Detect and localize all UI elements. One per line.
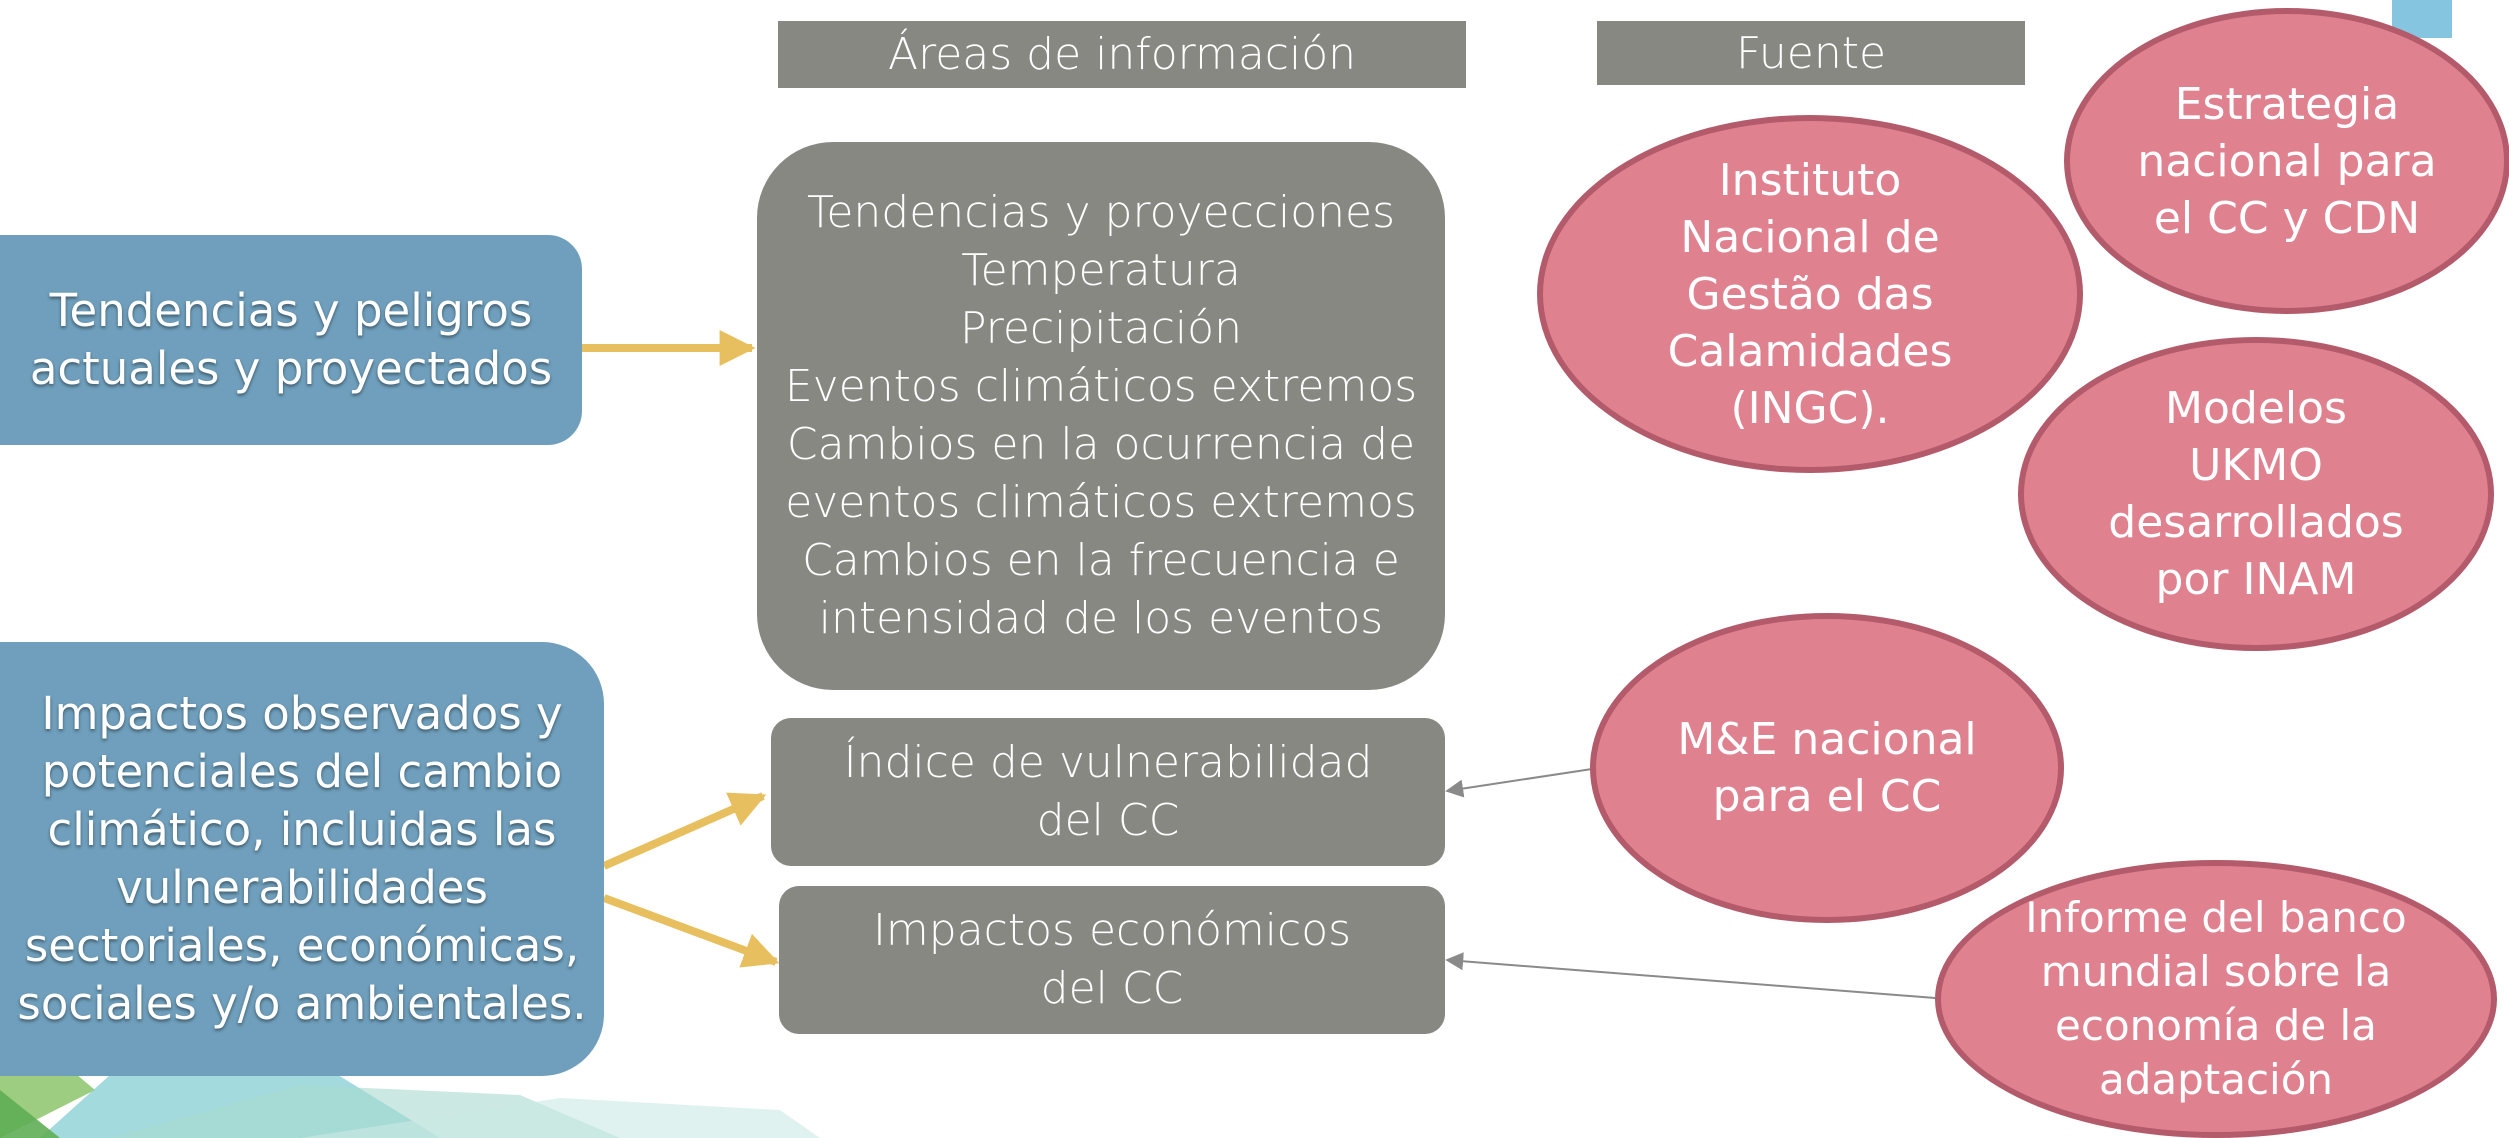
ellipse-line: mundial sobre la [2040, 947, 2392, 996]
trends-projections-box: Tendencias y proyecciones Temperatura Pr… [757, 142, 1445, 690]
ellipse-line: Informe del banco [2025, 893, 2407, 942]
header-areas: Áreas de información [778, 21, 1466, 88]
ellipse-line: Gestão das [1686, 268, 1934, 320]
box-line: Tendencias y peligros [49, 284, 533, 337]
box-line: eventos climáticos extremos [785, 477, 1417, 528]
ellipse-line: adaptación [2098, 1055, 2334, 1104]
box-line: climático, incluidas las [47, 803, 557, 856]
source-me-ellipse: M&E nacional para el CC [1590, 613, 2064, 923]
impacts-box: Impactos observados y potenciales del ca… [0, 642, 604, 1076]
vulnerability-index-box: Índice de vulnerabilidad del CC [771, 718, 1445, 866]
ellipse-line: Calamidades [1667, 325, 1953, 377]
ellipse-line: por INAM [2155, 554, 2357, 605]
ellipse-line: UKMO [2189, 440, 2323, 491]
ellipse-line: nacional para [2137, 135, 2437, 187]
box-line: del CC [1040, 963, 1184, 1014]
ellipse-line: para el CC [1712, 771, 1942, 822]
ellipse-line: Estrategia [2174, 78, 2400, 130]
box-line: Impactos observados y [41, 687, 563, 740]
box-line: Temperatura [961, 245, 1241, 296]
header-source: Fuente [1597, 21, 2025, 85]
box-line: Precipitación [960, 303, 1242, 354]
trends-hazards-box: Tendencias y peligros actuales y proyect… [0, 235, 582, 445]
ellipse-line: desarrollados [2108, 497, 2404, 548]
box-line: Eventos climáticos extremos [784, 361, 1418, 412]
source-strategy-ellipse: Estrategia nacional para el CC y CDN [2064, 8, 2509, 314]
economic-impacts-box: Impactos económicos del CC [779, 886, 1445, 1034]
arrow-me-to-vulnerability [1445, 768, 1593, 798]
arrow-impacts-to-economic [602, 894, 780, 968]
ellipse-line: economía de la [2055, 1001, 2377, 1050]
box-line: Impactos económicos [872, 905, 1352, 956]
box-line: actuales y proyectados [29, 342, 553, 395]
box-line: sociales y/o ambientales. [17, 977, 587, 1030]
arrow-worldbank-to-economic [1445, 952, 1936, 999]
ellipse-line: (INGC). [1730, 382, 1890, 434]
ellipse-line: Nacional de [1680, 211, 1940, 263]
source-ingc-ellipse: Instituto Nacional de Gestão das Calamid… [1537, 115, 2083, 473]
box-line: Índice de vulnerabilidad [843, 737, 1373, 788]
box-line: vulnerabilidades [116, 861, 488, 914]
box-line: Cambios en la ocurrencia de [786, 419, 1416, 470]
box-line: Cambios en la frecuencia e [802, 535, 1400, 586]
ellipse-line: el CC y CDN [2153, 192, 2421, 244]
box-line: sectoriales, económicas, [24, 919, 580, 972]
box-line: del CC [1036, 795, 1180, 846]
box-line: potenciales del cambio [41, 745, 563, 798]
ellipse-line: Instituto [1718, 154, 1902, 206]
arrow-impacts-to-vulnerability [602, 792, 767, 870]
ellipse-line: Modelos [2165, 383, 2347, 434]
source-ukmo-ellipse: Modelos UKMO desarrollados por INAM [2018, 337, 2494, 651]
ellipse-line: M&E nacional [1677, 714, 1977, 765]
box-line: intensidad de los eventos [818, 593, 1384, 644]
source-worldbank-ellipse: Informe del banco mundial sobre la econo… [1935, 860, 2497, 1138]
box-line: Tendencias y proyecciones [806, 187, 1396, 238]
